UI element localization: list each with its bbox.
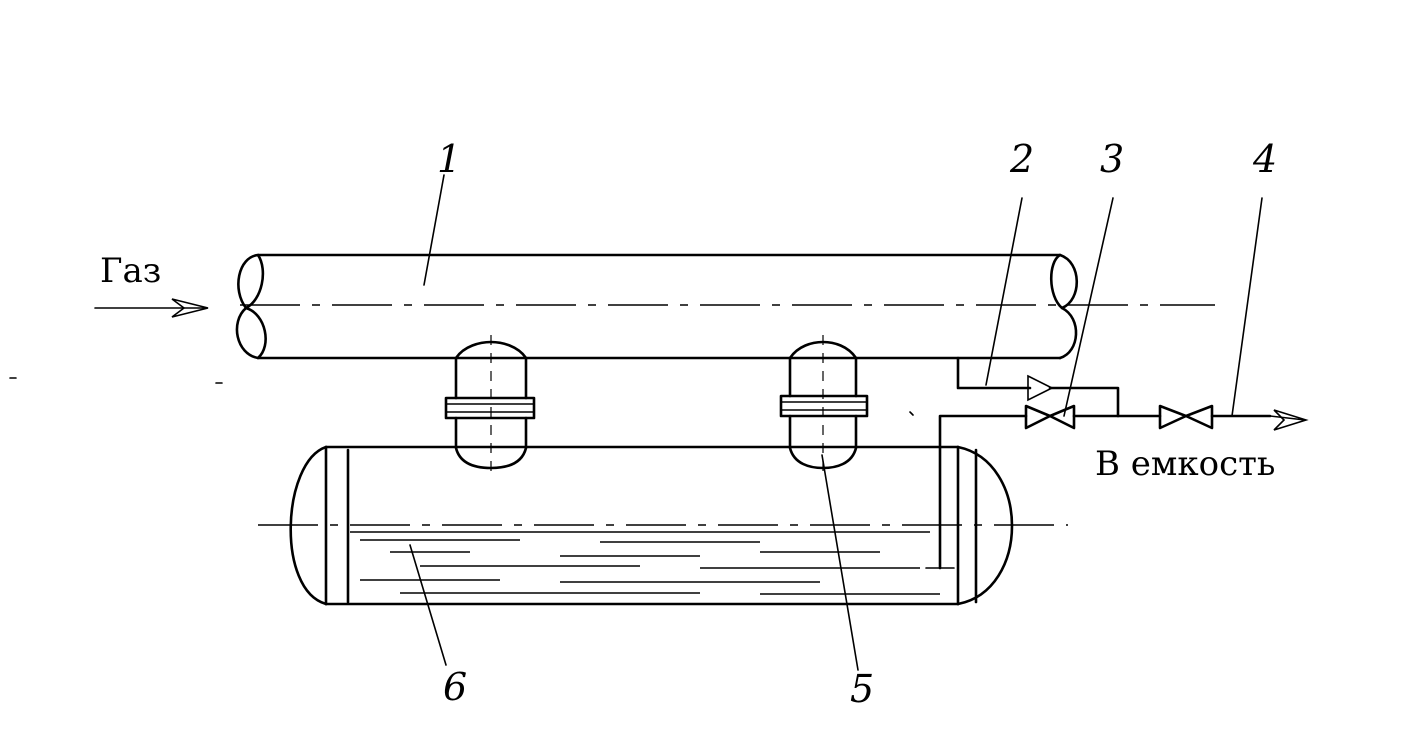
liquid-level <box>350 531 940 595</box>
label-2: 2 <box>1009 137 1034 181</box>
outlet-arrow <box>1269 409 1309 431</box>
label-1: 1 <box>437 137 461 181</box>
drain-line <box>925 356 1272 570</box>
label-6: 6 <box>443 665 467 709</box>
collector-vessel <box>258 445 1068 606</box>
leader-lines <box>409 174 1263 671</box>
label-5: 5 <box>850 667 874 711</box>
drain-pot-left <box>444 335 536 478</box>
gas-label: Газ <box>100 251 161 291</box>
valve-4-icon <box>1158 404 1214 430</box>
label-3: 3 <box>1100 137 1124 181</box>
regulator-2 <box>1027 374 1054 402</box>
valve-3-icon <box>1024 404 1076 430</box>
gas-pipeline <box>235 253 1215 360</box>
label-4: 4 <box>1252 137 1277 181</box>
drain-pot-right <box>779 335 869 478</box>
to-tank-label: В емкость <box>1095 444 1275 484</box>
gas-inlet-arrow <box>94 298 209 318</box>
